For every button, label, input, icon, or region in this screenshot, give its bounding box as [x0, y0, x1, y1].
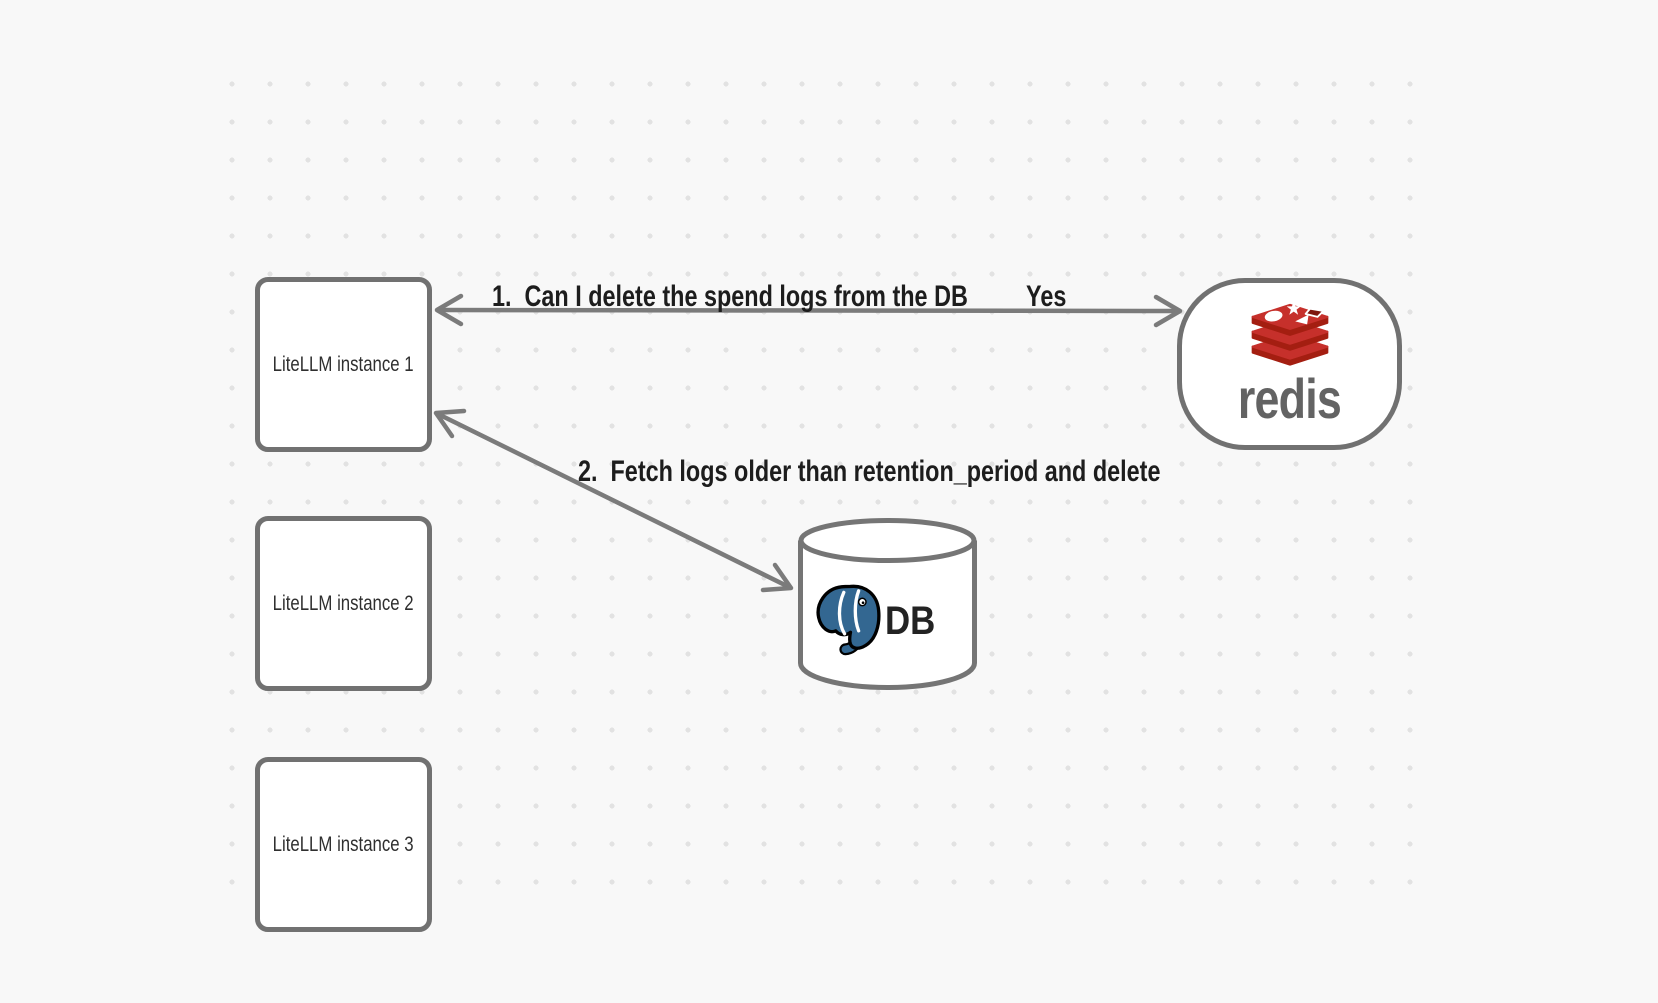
node-litellm-instance-1-label: LiteLLM instance 1	[272, 352, 415, 376]
node-litellm-instance-2-label: LiteLLM instance 2	[272, 591, 415, 615]
node-redis[interactable]: redis	[1177, 278, 1402, 450]
node-db[interactable]: DB	[798, 518, 977, 690]
db-label: DB	[885, 599, 936, 643]
node-litellm-instance-3-label: LiteLLM instance 3	[272, 832, 415, 856]
arrow-label-fetch-logs: 2. Fetch logs older than retention_perio…	[578, 455, 1161, 488]
redis-logo-icon	[1251, 301, 1328, 366]
node-litellm-instance-1[interactable]: LiteLLM instance 1	[255, 277, 432, 452]
node-litellm-instance-3[interactable]: LiteLLM instance 3	[255, 757, 432, 932]
node-litellm-instance-2[interactable]: LiteLLM instance 2	[255, 516, 432, 691]
arrow-label-yes-answer: Yes	[1026, 280, 1067, 313]
postgresql-logo-icon	[816, 584, 881, 656]
redis-wordmark: redis	[1237, 366, 1342, 430]
arrow-label-delete-spend-logs: 1. Can I delete the spend logs from the …	[492, 280, 968, 313]
